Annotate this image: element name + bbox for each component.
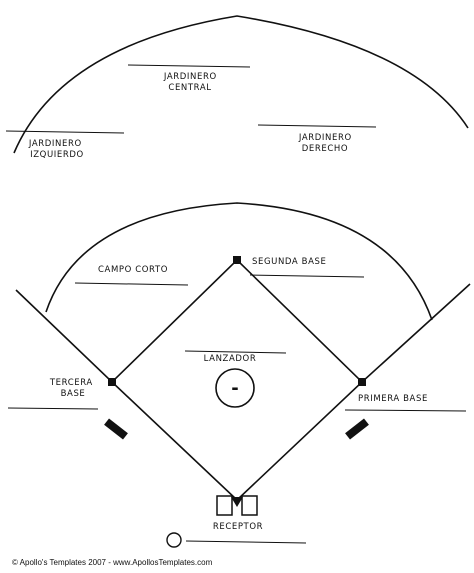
right-field-label: JARDINERO DERECHO: [298, 133, 355, 154]
shortstop-label: CAMPO CORTO: [98, 265, 168, 275]
right-batter-box: [241, 495, 258, 516]
center-field-name-line[interactable]: [127, 64, 251, 68]
left-batter-box: [216, 495, 233, 516]
third-base-foul-line: [15, 289, 113, 383]
pitcher-name-line[interactable]: [184, 350, 287, 354]
first-base-name-line[interactable]: [344, 409, 467, 412]
center-field-label: JARDINERO CENTRAL: [163, 72, 220, 93]
first-base-coach-box: [345, 418, 369, 440]
right-field-name-line[interactable]: [257, 124, 377, 128]
third-base-coach-box: [104, 418, 128, 440]
home-plate: [231, 497, 243, 507]
second-base-bag: [233, 256, 241, 264]
third-base-bag: [108, 378, 116, 386]
infield-arc: [45, 202, 433, 321]
second-base-label: SEGUNDA BASE: [252, 257, 326, 267]
shortstop-name-line[interactable]: [74, 282, 189, 286]
on-deck-circle: [166, 532, 182, 548]
second-base-name-line[interactable]: [249, 274, 365, 278]
catcher-label: RECEPTOR: [213, 522, 263, 532]
copyright-footer: © Apollo's Templates 2007 - www.ApollosT…: [12, 558, 213, 567]
first-base-label: PRIMERA BASE: [358, 394, 428, 404]
first-base-bag: [358, 378, 366, 386]
pitcher-mound: [215, 368, 255, 408]
pitcher-label: LANZADOR: [204, 354, 257, 364]
third-base-name-line[interactable]: [7, 407, 99, 410]
pitcher-mound-symbol: -: [231, 378, 238, 399]
left-field-name-line[interactable]: [5, 130, 125, 134]
first-base-foul-line: [361, 283, 471, 383]
outfield-fence: [13, 15, 469, 154]
catcher-name-line[interactable]: [185, 540, 307, 544]
third-base-label: TERCERA BASE: [49, 378, 96, 399]
left-field-label: JARDINERO IZQUIERDO: [28, 139, 85, 160]
